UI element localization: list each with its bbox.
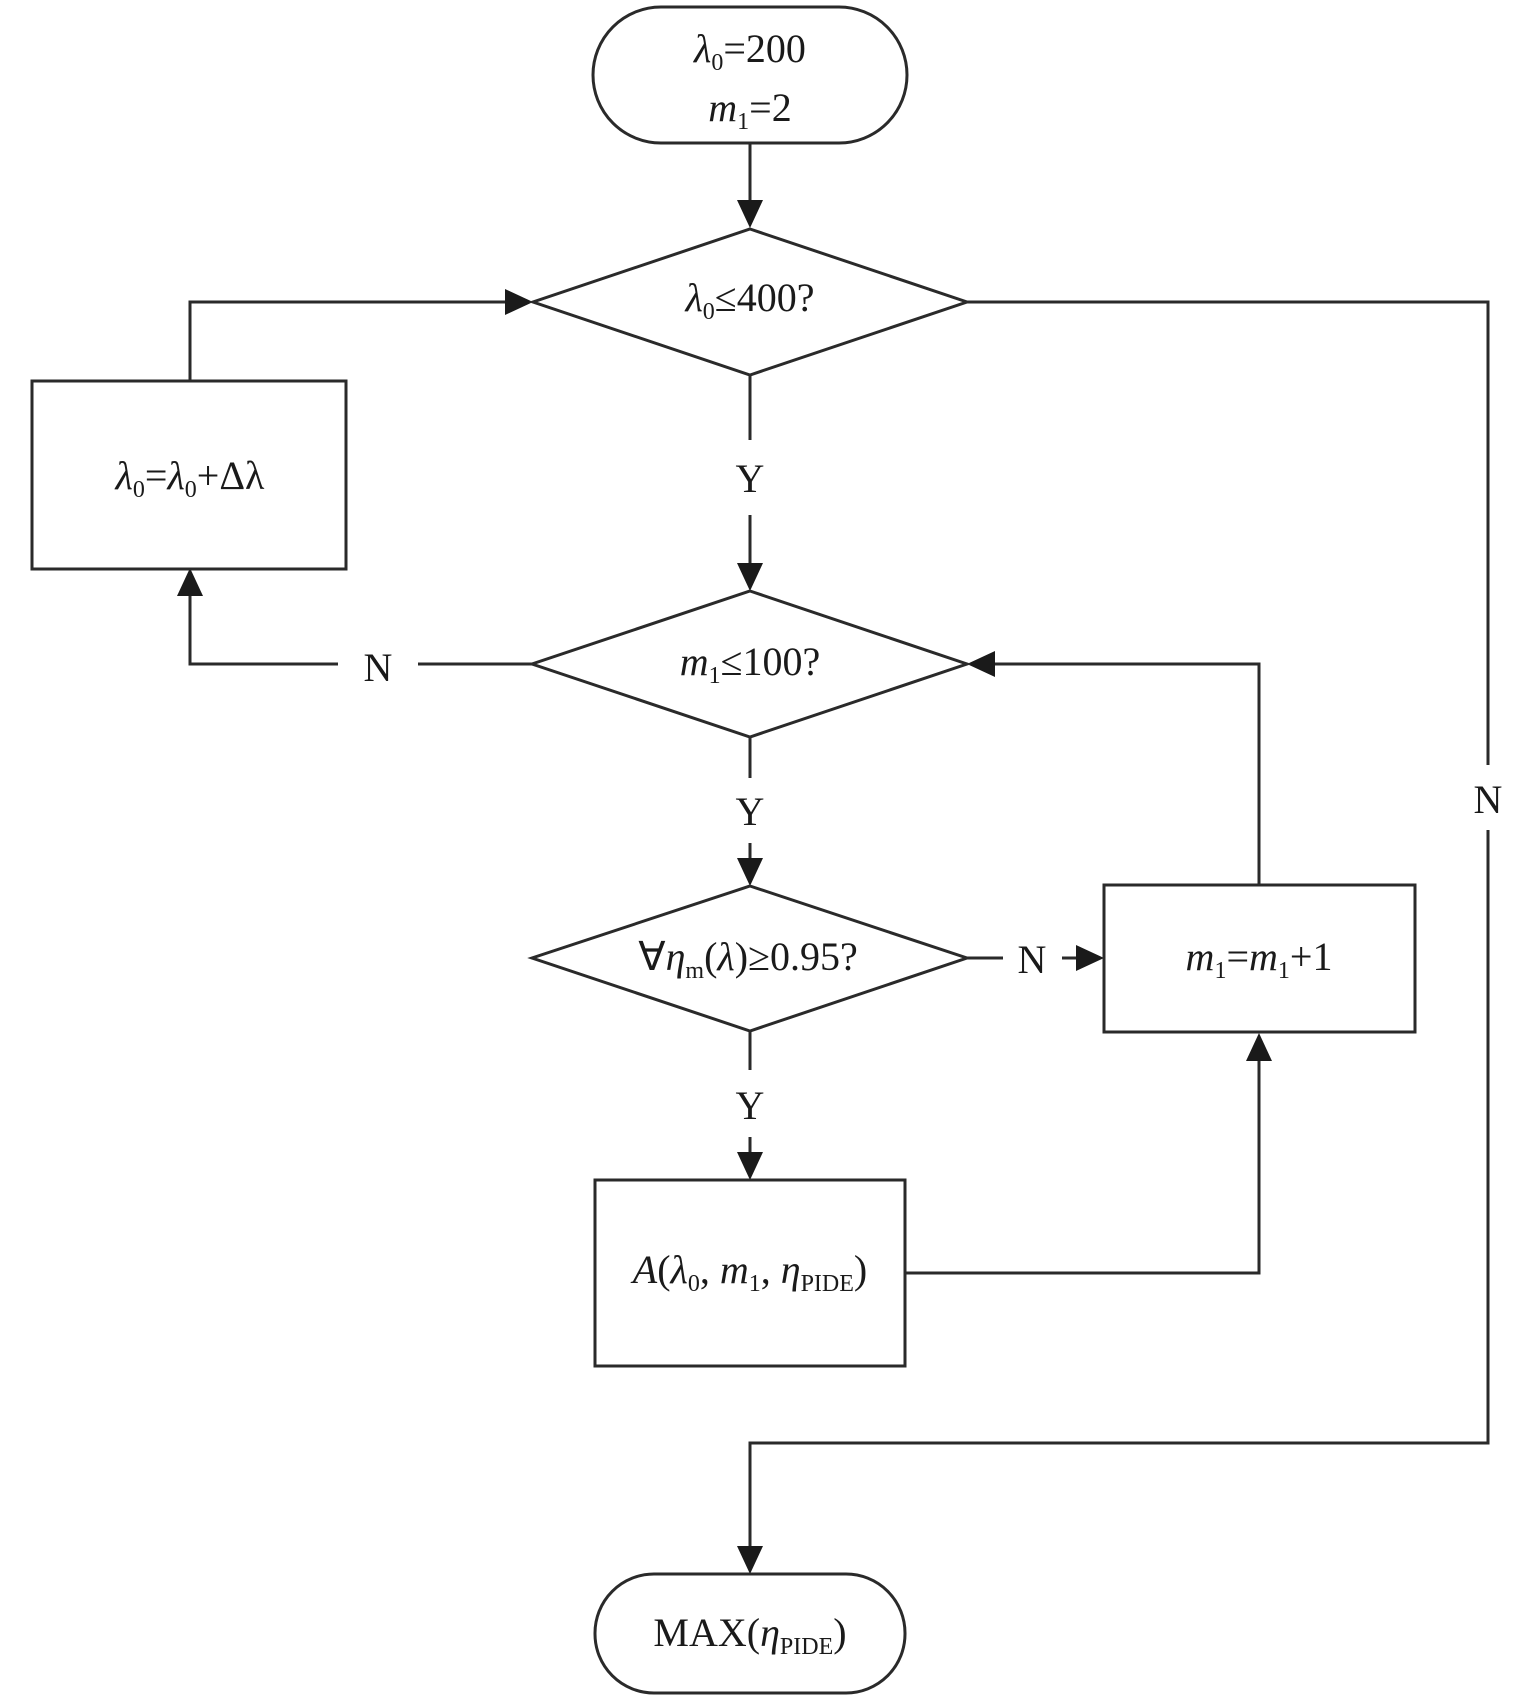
arrowhead-left [967, 651, 995, 677]
edge-label-m-yes: Y [736, 789, 765, 834]
arrowhead-down [737, 1152, 763, 1180]
edge-label-eta-yes: Y [736, 1083, 765, 1128]
edge-m-no-left [188, 596, 338, 666]
edge-increment-m-to-m [995, 662, 1261, 885]
arrowhead-up [177, 568, 203, 596]
compute-box [593, 1178, 907, 1368]
decision-lambda-label: λ0≤400? [684, 275, 814, 325]
increment-lambda-label: λ0=λ0+Δλ [115, 453, 266, 503]
decision-m-label: m1≤100? [680, 639, 821, 689]
decision-lambda-diamond [528, 227, 972, 377]
edge-lambda-no-down [748, 830, 1490, 1546]
edge-label-m-no: N [364, 645, 393, 690]
decision-eta-label: ∀ηm(λ)≥0.95? [638, 934, 858, 984]
increment-lambda-box [30, 379, 348, 571]
increment-m-label: m1=m1+1 [1186, 934, 1333, 984]
arrowhead-down [737, 200, 763, 228]
arrowhead-down [737, 858, 763, 886]
arrowhead-right [1076, 945, 1104, 971]
arrowhead-down [737, 563, 763, 591]
edge-compute-to-increment-m [905, 1061, 1261, 1275]
end-label: MAX(ηPIDE) [653, 1610, 846, 1660]
decision-eta-diamond [527, 884, 972, 1033]
compute-label: A(λ0, m1, ηPIDE) [630, 1247, 868, 1297]
edge-label-lambda-no: N [1474, 777, 1503, 822]
arrowhead-right [505, 289, 533, 315]
arrowhead-down [737, 1546, 763, 1574]
arrowhead-up [1246, 1033, 1272, 1061]
edge-label-lambda-yes: Y [736, 456, 765, 501]
start-terminator [591, 5, 909, 145]
edge-label-eta-no: N [1018, 937, 1047, 982]
connectors [177, 143, 1490, 1574]
decision-m-diamond [527, 589, 972, 739]
edge-lambda-no-right [967, 300, 1490, 765]
start-label-line2: m1=2 [708, 85, 791, 135]
increment-m-box [1102, 883, 1417, 1034]
edge-increment-lambda-to-lambda [188, 300, 505, 381]
start-label-line1: λ0=200 [693, 26, 806, 76]
end-terminator [593, 1572, 907, 1695]
